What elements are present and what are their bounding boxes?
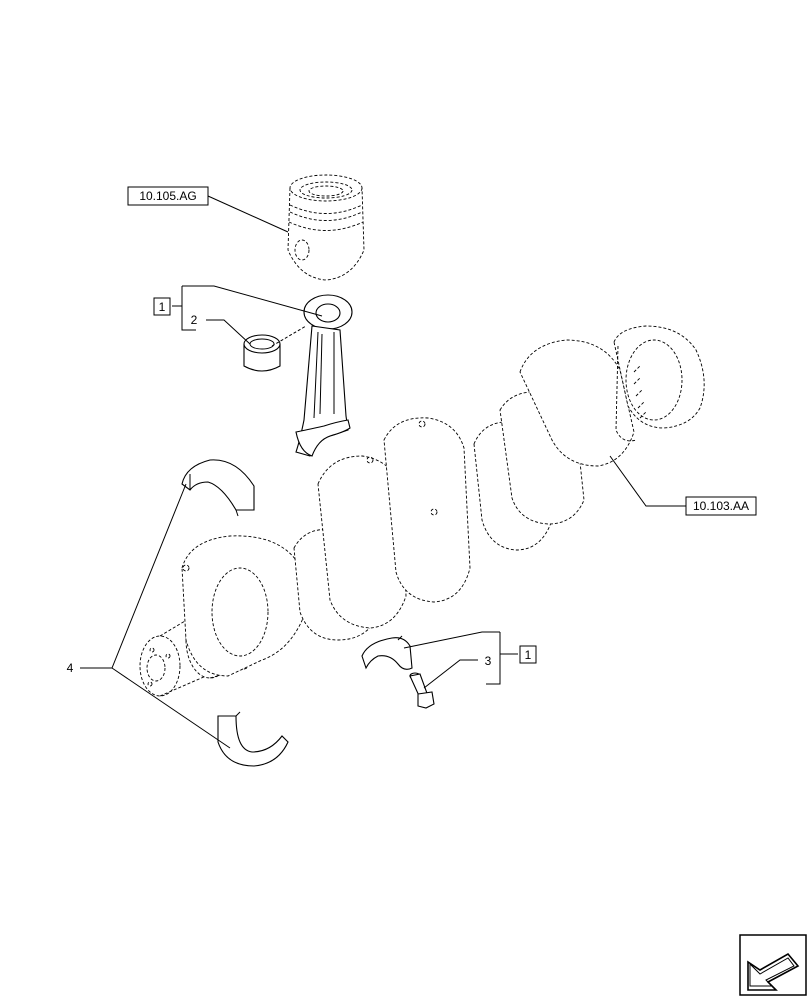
lower-bearing-shell-drawing [217,711,289,767]
leader-lines [80,195,686,749]
piston-reference-box[interactable] [127,186,209,206]
cap-group-callout-box [519,645,537,664]
rod-bolt-drawing [409,672,435,709]
bolt-callout: 3 [485,654,492,668]
next-page-arrow-icon[interactable] [739,934,807,996]
rod-group-callout: 1 [159,300,166,314]
small-end-bushing-drawing [243,334,281,372]
bearings-callout: 4 [67,661,74,675]
rod-group-callout-box [153,297,171,316]
cap-group-callout: 1 [525,648,532,662]
connecting-rod-drawing [295,294,353,457]
crankshaft-reference-box[interactable] [685,496,757,516]
bushing-callout: 2 [191,313,198,327]
rod-cap-bearing-shell-drawing [361,635,413,670]
crankshaft-reference-drawing [139,325,705,697]
piston-reference-label[interactable]: 10.105.AG [139,189,196,203]
piston-reference-drawing [287,174,365,281]
crankshaft-reference-label[interactable]: 10.103.AA [693,499,749,513]
upper-bearing-shell-drawing [181,459,255,517]
